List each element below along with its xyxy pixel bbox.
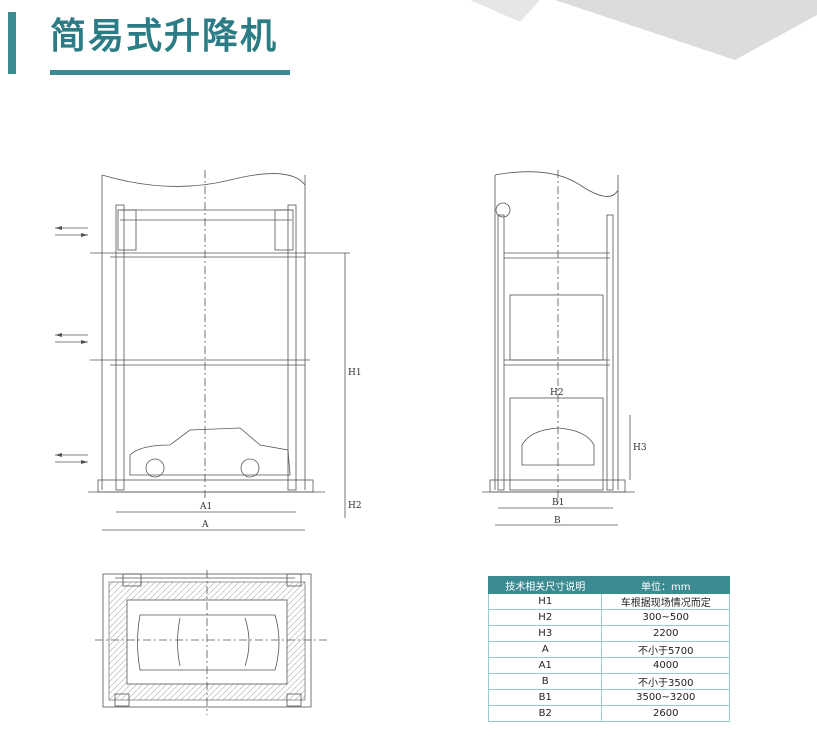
side-elevation-drawing: H2 H3 B1 B	[482, 170, 647, 526]
table-row: B2 2600	[487, 705, 730, 722]
decorative-background-shape	[470, 0, 817, 60]
page-title: 简易式升降机	[50, 16, 279, 57]
spec-param: H2	[487, 609, 603, 626]
table-row: A 不小于5700	[487, 641, 730, 658]
spec-header-item: 技术相关尺寸说明	[487, 576, 603, 594]
side-label-b1: B1	[552, 498, 564, 508]
title-underline	[50, 70, 290, 75]
spec-value: 不小于5700	[601, 641, 730, 658]
spec-value: 300~500	[601, 609, 730, 626]
spec-param: B1	[487, 689, 603, 706]
table-row: H3 2200	[487, 625, 730, 642]
side-label-h2: H2	[550, 388, 564, 398]
spec-param: A1	[487, 657, 603, 674]
spec-header-unit: 单位：mm	[601, 576, 730, 594]
spec-value: 不小于3500	[601, 673, 730, 690]
title-accent-bar	[8, 12, 16, 74]
spec-param: H3	[487, 625, 603, 642]
spec-value: 2600	[601, 705, 730, 722]
spec-value: 2200	[601, 625, 730, 642]
table-row: H2 300~500	[487, 609, 730, 626]
table-row: A1 4000	[487, 657, 730, 674]
side-label-h3: H3	[633, 443, 647, 453]
spec-table: 技术相关尺寸说明 单位：mm H1 车根据现场情况而定 H2 300~500 H…	[487, 576, 730, 722]
plan-view-drawing	[95, 570, 330, 715]
side-label-b: B	[554, 516, 561, 526]
spec-value: 4000	[601, 657, 730, 674]
spec-param: B	[487, 673, 603, 690]
front-label-a: A	[201, 520, 209, 530]
spec-value: 车根据现场情况而定	[601, 593, 730, 610]
spec-value: 3500~3200	[601, 689, 730, 706]
front-label-a1: A1	[199, 502, 212, 512]
spec-table-header: 技术相关尺寸说明 单位：mm	[487, 576, 730, 594]
table-row: B 不小于3500	[487, 673, 730, 690]
front-label-h1: H1	[348, 368, 362, 378]
table-row: B1 3500~3200	[487, 689, 730, 706]
front-elevation-drawing: H1 H2 A1 A	[55, 170, 362, 531]
front-label-h2: H2	[348, 501, 362, 511]
spec-param: A	[487, 641, 603, 658]
spec-param: H1	[487, 593, 603, 610]
table-row: H1 车根据现场情况而定	[487, 593, 730, 610]
spec-param: B2	[487, 705, 603, 722]
